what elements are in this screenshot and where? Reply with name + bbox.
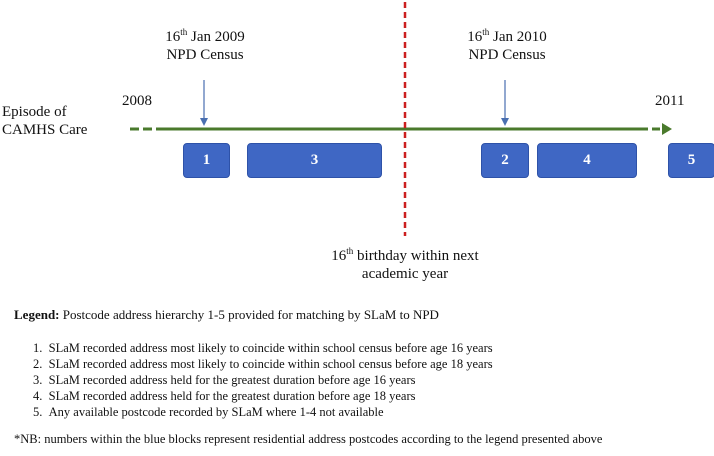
address-block-4: 4 bbox=[537, 143, 637, 178]
timeline-graphic bbox=[130, 2, 672, 236]
census-2010-label: 16th Jan 2010 NPD Census bbox=[467, 27, 547, 64]
footnote: *NB: numbers within the blue blocks repr… bbox=[14, 432, 603, 446]
birthday-label: 16th birthday within next academic year bbox=[331, 246, 479, 283]
year-end: 2011 bbox=[655, 93, 685, 109]
census-2009-arrowhead bbox=[200, 118, 208, 126]
legend-item-1: 1. SLaM recorded address most likely to … bbox=[33, 341, 493, 355]
address-block-1: 1 bbox=[183, 143, 230, 178]
episode-label: Episode of CAMHS Care bbox=[2, 104, 88, 138]
legend-heading: Legend: Postcode address hierarchy 1-5 p… bbox=[14, 307, 439, 322]
legend-list: 1. SLaM recorded address most likely to … bbox=[33, 340, 493, 420]
legend-item-3: 3. SLaM recorded address held for the gr… bbox=[33, 373, 416, 387]
year-start: 2008 bbox=[122, 93, 152, 109]
legend-item-4: 4. SLaM recorded address held for the gr… bbox=[33, 389, 416, 403]
timeline-arrowhead bbox=[662, 123, 672, 135]
legend-item-2: 2. SLaM recorded address most likely to … bbox=[33, 357, 493, 371]
address-block-2: 2 bbox=[481, 143, 529, 178]
census-2009-label: 16th Jan 2009 NPD Census bbox=[165, 27, 245, 64]
address-block-5: 5 bbox=[668, 143, 714, 178]
legend-item-5: 5. Any available postcode recorded by SL… bbox=[33, 405, 384, 419]
census-2010-arrowhead bbox=[501, 118, 509, 126]
address-block-3: 3 bbox=[247, 143, 382, 178]
